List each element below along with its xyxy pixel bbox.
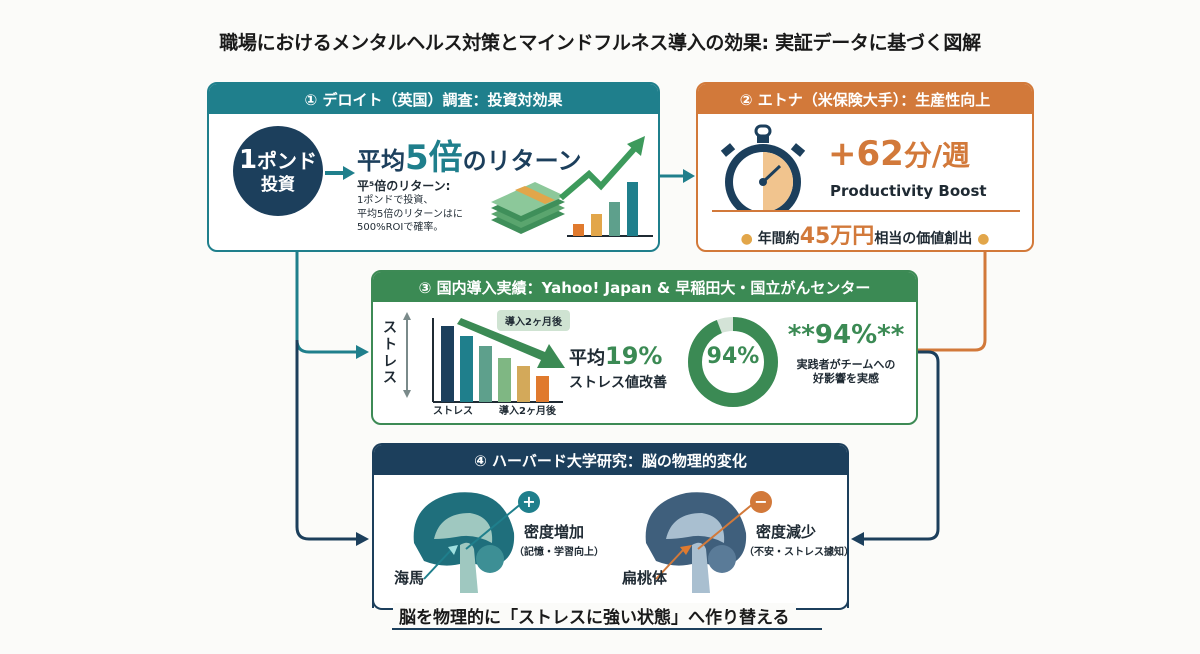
headline-pre: 平均 [357,147,405,175]
after-2-months-bubble: 導入2ヶ月後 [497,310,570,331]
pct-line: 実践者がチームへの [796,358,896,371]
panel-harvard: ④ ハーバード大学研究：脳の物理的変化 + 海馬 密度増加 （記憶・学習向上） … [372,443,849,608]
plus-icon: + [518,491,540,513]
panel-header: ④ ハーバード大学研究：脳の物理的変化 [374,445,847,475]
brain-amygdala-icon [645,492,755,593]
stopwatch-icon [712,124,812,214]
circle-number: 1 [238,145,258,176]
desc-head: 平⁵倍のリターン: [357,179,451,193]
return-description: 平⁵倍のリターン: 1ポンドで投資、 平均5倍のリターンはに 500%ROIで確… [357,178,463,235]
growth-chart-icon [559,136,653,237]
desc-line: 平均5倍のリターンはに [357,208,463,220]
hippocampus-label: 海馬 [394,569,425,587]
big-percent: **94%** [787,320,905,350]
annual-value: ● 年間約45万円相当の価値創出 ● [698,218,1032,250]
avg-improvement-sub: ストレス値改善 [569,375,667,391]
minus-icon: − [750,491,772,513]
headline-num: 5倍 [405,138,463,178]
productivity-boost-label: Productivity Boost [830,182,987,200]
avg-num: 19% [605,342,663,370]
value-num: 45万円 [799,224,875,249]
money-stack-icon [491,182,565,234]
arrow-right-icon [325,166,355,180]
minutes-stat: +62分/週 [828,134,970,174]
brain-hippocampus-icon [413,492,523,593]
panel-deloitte: ① デロイト（英国）調査：投資対効果 1ポンド 投資 平均5倍のリターン 平⁵倍… [207,82,660,252]
return-headline: 平均5倍のリターン [357,130,581,179]
panel-header: ① デロイト（英国）調査：投資対効果 [209,84,658,114]
panel-header: ③ 国内導入実績：Yahoo! Japan & 早稲田大・国立がんセンター [373,272,916,302]
circle-unit: ポンド [257,149,318,174]
investment-circle: 1ポンド 投資 [233,126,323,216]
pct-line: 好影響を実感 [813,372,879,386]
money-growth-icon [491,136,653,237]
coins-icon: ● [977,231,990,247]
amygdala-label: 扁桃体 [622,569,668,587]
desc-line: 500%ROIで確率。 [357,222,444,234]
coins-icon: ● [740,231,753,247]
avg-pre: 平均 [569,348,605,369]
stress-bar-chart [403,312,565,403]
caption-underline [392,628,822,630]
density-decrease-label: 密度減少 [756,523,817,541]
percent-description: 実践者がチームへの 好影響を実感 [777,358,915,387]
panel-aetna: ② エトナ（米保険大手）：生産性向上 +62分/週 Productivity B… [696,82,1034,252]
donut-value: 94% [706,344,760,369]
value-pre: 年間約 [757,231,800,247]
divider [712,210,1020,212]
panel-header: ② エトナ（米保険大手）：生産性向上 [698,84,1032,114]
density-increase-sub: （記憶・学習向上） [514,547,604,558]
page-title: 職場におけるメンタルヘルス対策とマインドフルネス導入の効果: 実証データに基づく… [219,32,981,54]
brain-caption: 脳を物理的に「ストレスに強い状態」へ作り替える [393,603,796,628]
circle-sub: 投資 [261,175,295,196]
stat-unit: 分/週 [903,139,971,172]
donut-chart [688,317,778,407]
x-label-right: 導入2ヶ月後 [499,406,556,417]
stress-axis-label: ストレス [383,320,397,387]
panel-domestic: ③ 国内導入実績：Yahoo! Japan & 早稲田大・国立がんセンター スト… [371,270,918,425]
avg-improvement: 平均19% [569,342,662,370]
density-increase-label: 密度増加 [524,523,585,541]
stat-num: +62 [828,134,904,174]
density-decrease-sub: （不安・ストレス據知） [744,547,849,558]
value-post: 相当の価値創出 [874,231,973,247]
x-label-left: ストレス [433,406,473,417]
headline-post: のリターン [462,147,582,175]
desc-line: 1ポンドで投資、 [357,195,434,207]
